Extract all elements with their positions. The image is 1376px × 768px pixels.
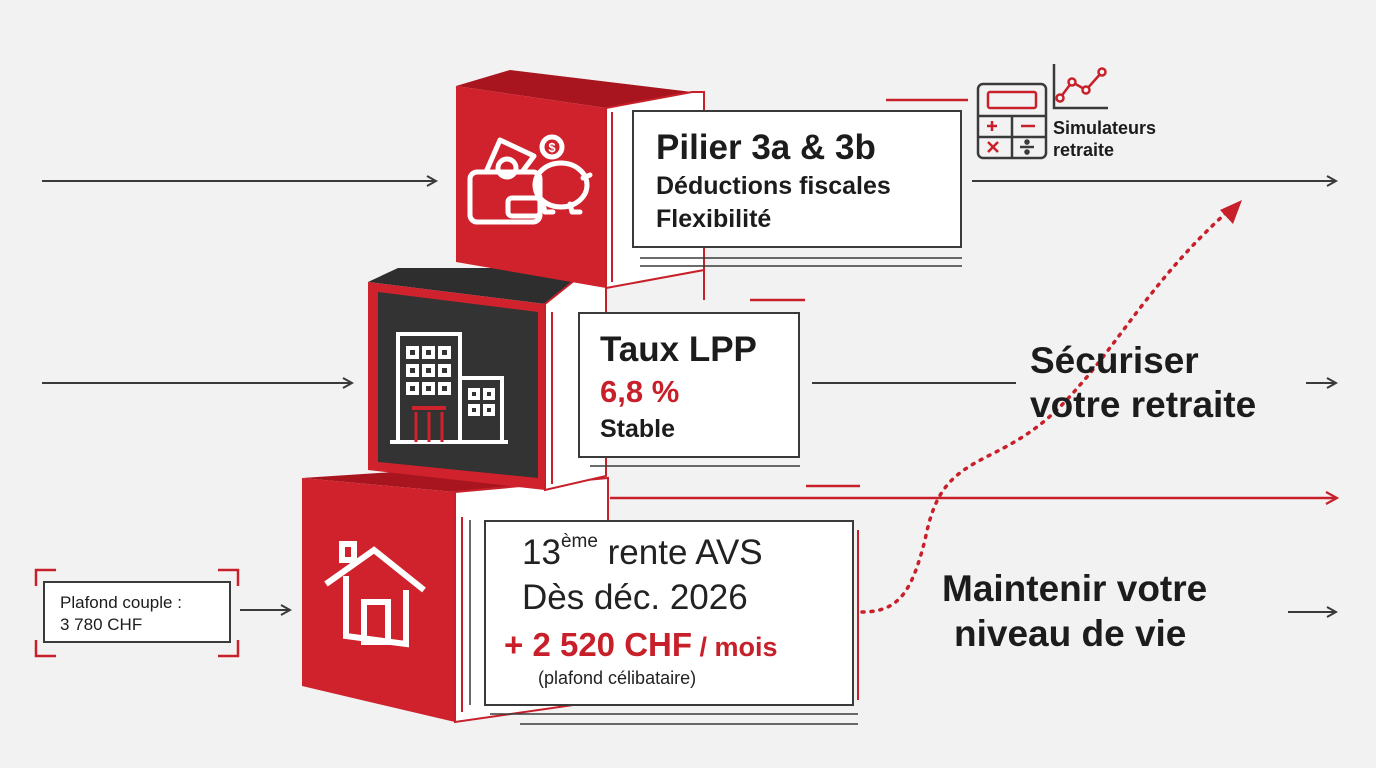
simulators-line1: Simulateurs [1053, 118, 1157, 138]
avs-note: (plafond célibataire) [538, 668, 697, 688]
wallet-piggybank-icon [467, 134, 593, 225]
avs-title-suffix: rente AVS [597, 533, 763, 572]
calculator-icon [976, 82, 1048, 160]
lpp-title: Taux LPP [600, 330, 757, 369]
avs-amount-main: + 2 520 CHF [504, 626, 693, 663]
simulators-line2: retraite [1053, 140, 1115, 160]
avs-title-prefix: 13 [522, 533, 561, 572]
avs-title: 13ème rente AVS [522, 531, 763, 573]
house-icon [324, 541, 426, 648]
goal-secure-line2: votre retraite [1030, 384, 1257, 425]
avs-amount: + 2 520 CHF / mois [504, 626, 778, 664]
couple-box-frame [34, 568, 240, 658]
dotted-path-arrowhead [1220, 200, 1242, 224]
goal-secure-line1: Sécuriser [1030, 340, 1199, 381]
pillar3-box [632, 110, 962, 248]
goal-maintain-line2: niveau de vie [954, 613, 1187, 654]
avs-amount-unit: / mois [692, 632, 778, 662]
pillar3-title: Pilier 3a & 3b [656, 128, 876, 167]
dotted-growth-path [860, 204, 1236, 614]
couple-line1: Plafond couple : [60, 593, 182, 612]
lpp-status: Stable [600, 415, 676, 443]
office-building-icon [390, 332, 508, 444]
goal-maintain-line1: Maintenir votre [942, 568, 1208, 609]
couple-line2: 3 780 CHF [60, 615, 143, 634]
avs-date: Dès déc. 2026 [522, 578, 748, 617]
pillar3-line1: Déductions fiscales [656, 172, 891, 200]
lpp-box [578, 312, 800, 458]
pillar3-line2: Flexibilité [656, 205, 772, 233]
lpp-rate: 6,8 % [600, 374, 680, 409]
avs-box [484, 520, 854, 706]
dollar-glyph: $ [548, 140, 556, 155]
line-chart-icon [1052, 64, 1108, 110]
avs-title-sup: ème [560, 531, 598, 552]
